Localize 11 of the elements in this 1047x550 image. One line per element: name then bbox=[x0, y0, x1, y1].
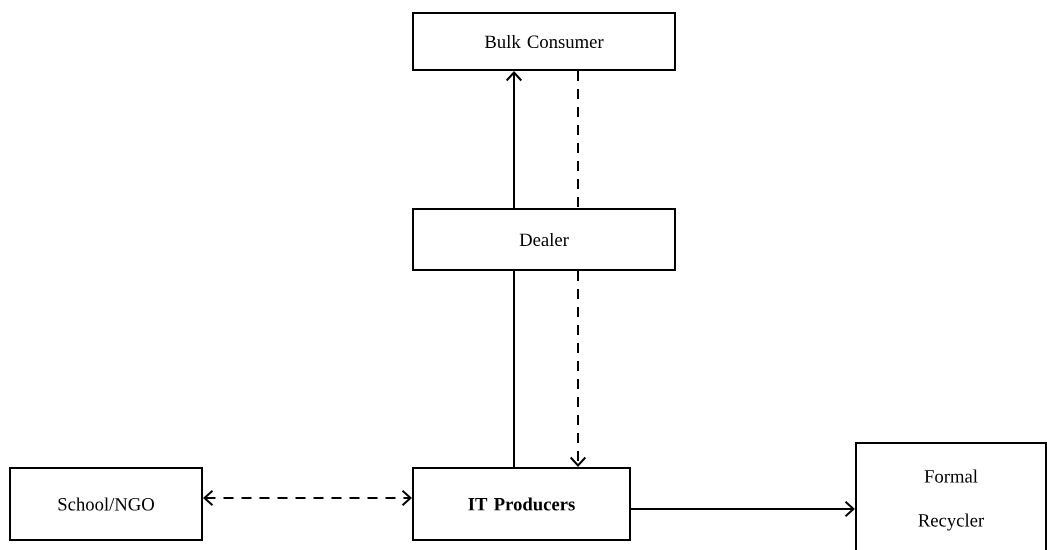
arrow bbox=[505, 71, 523, 209]
connector-line bbox=[513, 270, 515, 468]
process-box: Bulk Consumer bbox=[412, 12, 676, 71]
connector-line bbox=[577, 70, 579, 209]
arrow bbox=[203, 489, 412, 507]
process-box: School/NGO bbox=[9, 467, 203, 541]
process-box: IT Producers bbox=[412, 467, 631, 541]
arrow bbox=[630, 500, 855, 518]
process-box: Dealer bbox=[412, 208, 676, 271]
arrow bbox=[569, 270, 587, 467]
process-box: Formal Recycler bbox=[855, 442, 1047, 550]
